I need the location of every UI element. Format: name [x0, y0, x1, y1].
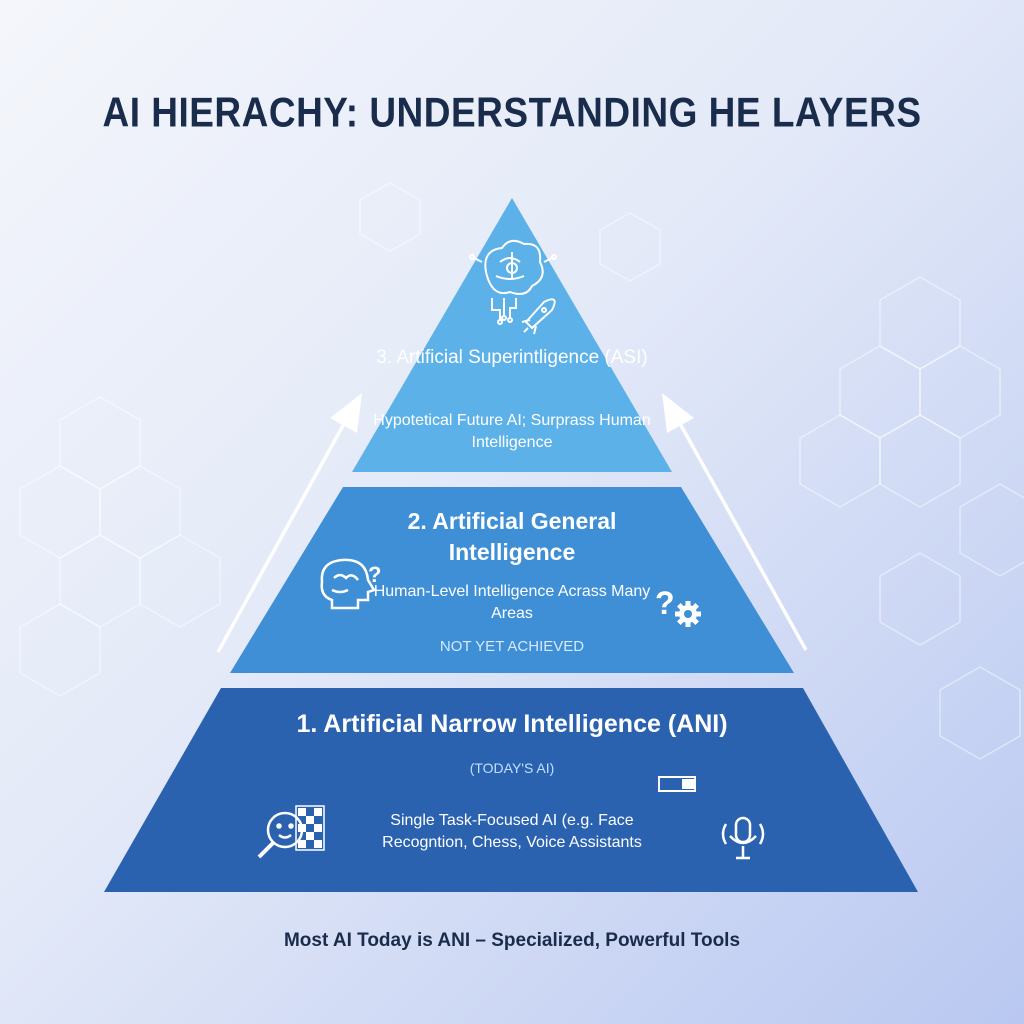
asi-description: Hypotetical Future AI; Surprass Human In… [373, 412, 651, 451]
page-title: AI HIERACHY: UNDERSTANDING HE LAYERS [102, 89, 922, 136]
agi-title: 2. Artificial General Intelligence [407, 508, 617, 565]
ani-title: 1. Artificial Narrow Intelligence (ANI) [296, 710, 728, 738]
question-gear-icon: ? [655, 585, 701, 627]
brain-circuit-icon [469, 239, 557, 295]
footer-caption: Most AI Today is ANI – Specialized, Powe… [283, 930, 741, 951]
right-up-arrow [662, 393, 808, 651]
agi-layer [230, 487, 794, 673]
asi-title: 3. Artificial Superintligence (ASI) [376, 347, 648, 368]
agi-status: NOT YET ACHIEVED [439, 638, 585, 655]
svg-text:?: ? [655, 585, 675, 621]
circuit-icon [491, 298, 517, 325]
ani-description: Single Task-Focused AI (e.g. Face Recogn… [382, 812, 642, 851]
svg-text:?: ? [368, 562, 381, 587]
agi-description: Human-Level Intelligence Acrass Many Are… [373, 583, 651, 622]
rocket-icon [521, 298, 556, 335]
ani-subtitle: (TODAY'S AI) [469, 760, 555, 776]
progress-bar-icon [658, 776, 696, 792]
microphone-icon [721, 816, 765, 860]
brain-question-icon: ? [320, 558, 381, 610]
chess-board-icon [295, 805, 325, 851]
left-up-arrow [216, 393, 362, 653]
ani-layer [104, 688, 918, 892]
asi-layer [352, 198, 672, 472]
